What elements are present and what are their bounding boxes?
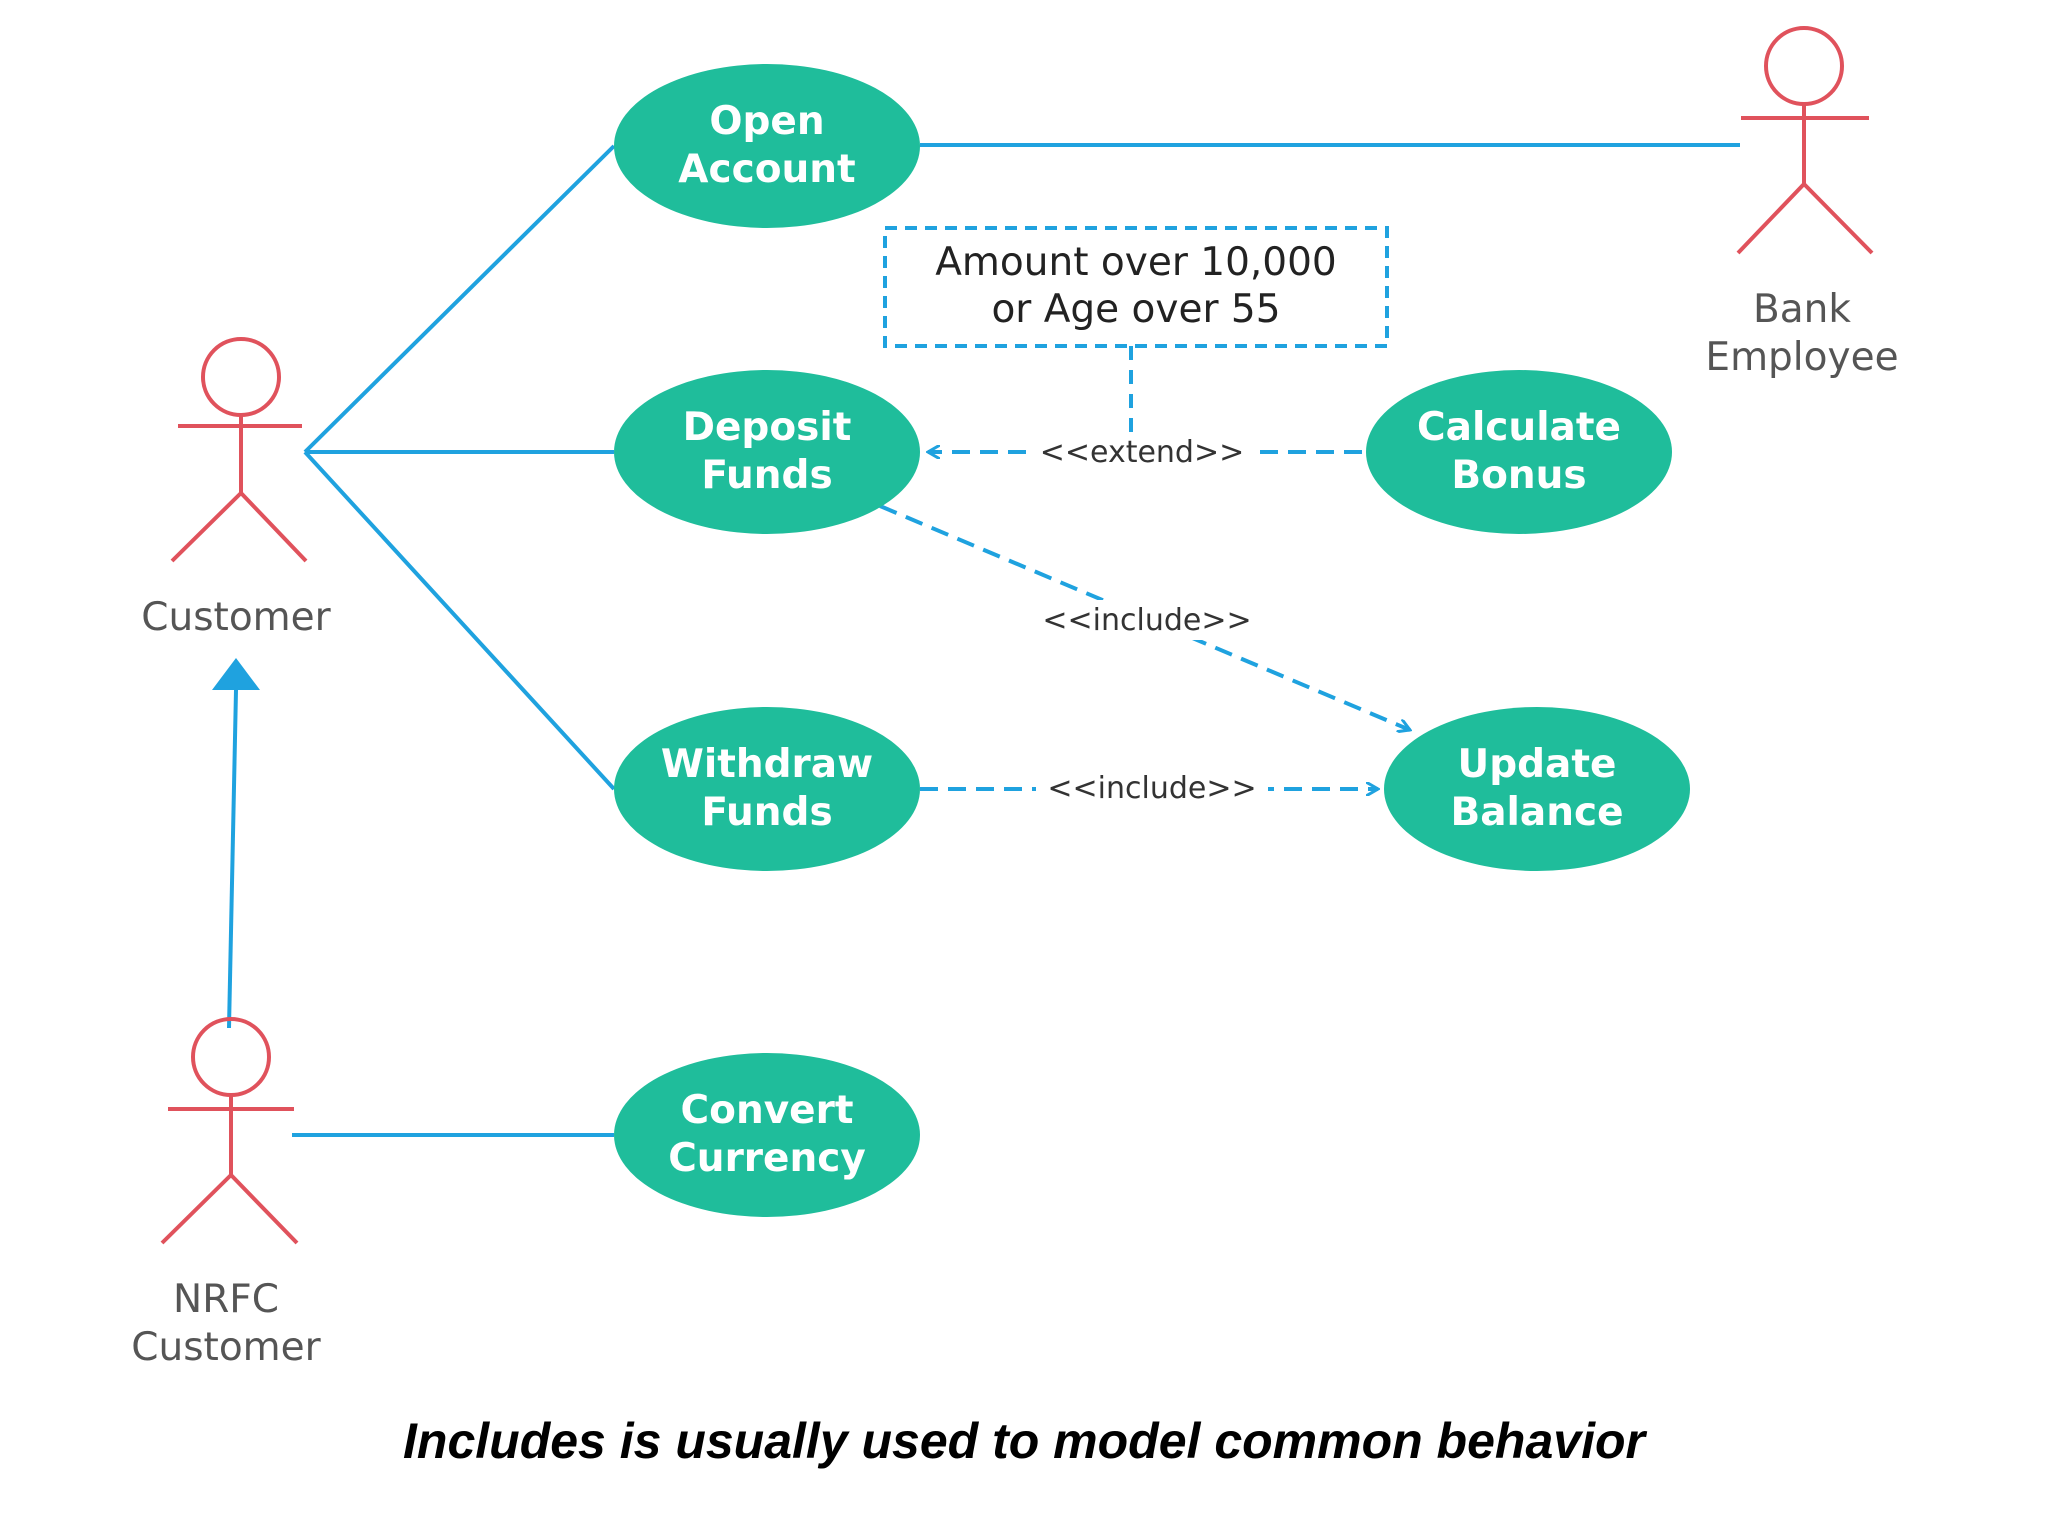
use-case-deposit-funds: Deposit Funds (614, 370, 920, 534)
use-case-label: Balance (1450, 790, 1623, 835)
use-case-label: Open (709, 99, 824, 144)
actor-label-bank-employee-line-2: Employee (1705, 335, 1898, 380)
use-case-label: Funds (701, 453, 832, 498)
include-stereotype-label-withdraw: <<include>> (1047, 771, 1256, 806)
actor-head-icon (191, 1017, 271, 1097)
use-case-label: Funds (701, 790, 832, 835)
use-case-label: Bonus (1451, 453, 1586, 498)
association-customer-open-account (303, 144, 616, 454)
actor-bank-employee (1736, 26, 1874, 255)
use-case-label: Account (678, 147, 855, 192)
use-case-label: Calculate (1417, 405, 1621, 450)
actor-head-icon (1764, 26, 1844, 106)
actor-label-customer: Customer (141, 595, 331, 640)
use-case-label: Convert (681, 1088, 854, 1133)
use-case-withdraw-funds: Withdraw Funds (614, 707, 920, 871)
actor-nrfc-customer (160, 1017, 299, 1245)
use-case-label: Withdraw (661, 742, 873, 787)
caption: Includes is usually used to model common… (403, 1413, 1645, 1469)
use-case-label: Update (1458, 742, 1617, 787)
actor-head-icon (201, 337, 281, 417)
note-line-2: or Age over 55 (991, 287, 1280, 332)
note-line-1: Amount over 10,000 (935, 240, 1336, 285)
use-case-convert-currency: Convert Currency (614, 1053, 920, 1217)
use-case-calculate-bonus: Calculate Bonus (1366, 370, 1672, 534)
actor-label-nrfc-customer-line-2: Customer (131, 1325, 321, 1370)
actor-label-bank-employee-line-1: Bank (1753, 287, 1851, 332)
use-case-label: Currency (668, 1136, 866, 1181)
use-case-open-account: Open Account (614, 64, 920, 228)
actor-label-nrfc-customer-line-1: NRFC (173, 1277, 279, 1322)
generalization-arrowhead (212, 658, 260, 690)
use-case-update-balance: Update Balance (1384, 707, 1690, 871)
condition-note (883, 226, 1389, 348)
association-customer-withdraw-funds (303, 450, 616, 791)
actor-customer (170, 337, 308, 563)
use-case-label: Deposit (683, 405, 852, 450)
generalization-line (227, 689, 238, 1029)
extend-stereotype-label: <<extend>> (1040, 435, 1245, 470)
include-stereotype-label-deposit: <<include>> (1042, 603, 1251, 638)
